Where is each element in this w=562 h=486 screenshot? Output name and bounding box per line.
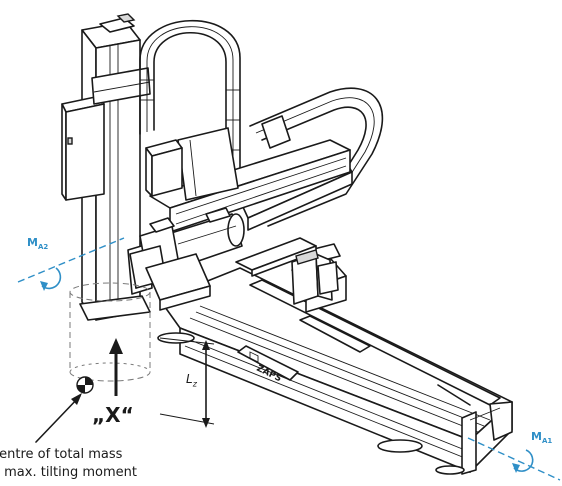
motor-assembly <box>129 139 339 311</box>
base-rail <box>157 243 513 475</box>
payload-envelope <box>69 282 151 382</box>
energy-chain-vertical <box>139 19 241 197</box>
lz-dimension <box>159 337 215 428</box>
y-axis-beam <box>149 127 351 277</box>
x-marker-label: „X“ <box>92 403 134 427</box>
moment-a1-label: MA1 <box>531 430 552 445</box>
lz-label: Lz <box>186 372 197 388</box>
moment-a1-rotation-icon <box>512 449 534 473</box>
x-load-arrow <box>109 338 123 396</box>
moment-a2-label-main: M <box>27 236 38 249</box>
moment-a1-label-sub: A1 <box>541 437 553 445</box>
moment-a1-axis <box>467 437 561 481</box>
center-of-mass-icon <box>76 376 94 394</box>
caption-leader <box>35 393 82 443</box>
lz-label-main: L <box>186 372 193 386</box>
caption-line-1: centre of total mass <box>0 447 123 462</box>
caption-line-2: e max. tilting moment <box>0 465 137 480</box>
moment-a2-label-sub: A2 <box>37 243 49 251</box>
lz-label-sub: z <box>192 379 197 389</box>
moment-a2-label: MA2 <box>27 236 48 251</box>
moment-a2-axis <box>17 237 125 283</box>
moment-a2-rotation-icon <box>40 267 62 291</box>
moment-a1-label-main: M <box>531 430 542 443</box>
